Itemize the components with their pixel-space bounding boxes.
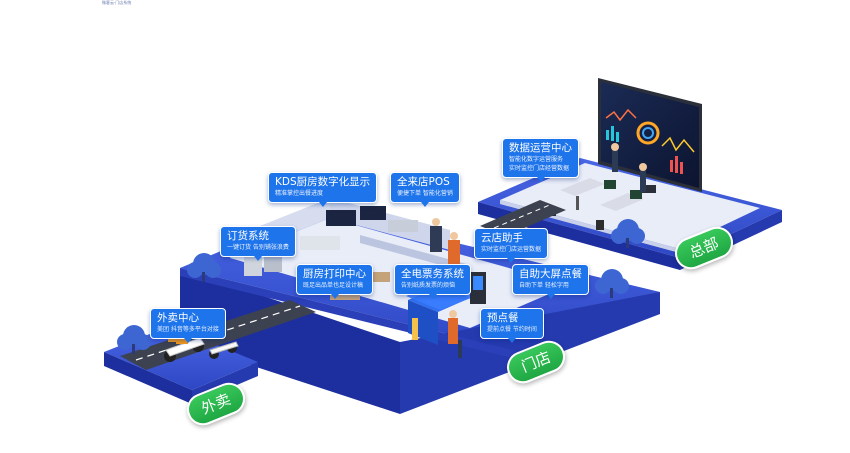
callout-data-center: 数据运营中心 智能化数字运营服务 实时监控门店经营数据	[502, 138, 579, 182]
callout-desc: 便捷下单 智能化营销	[397, 190, 453, 197]
callout-title: 厨房打印中心	[303, 268, 366, 280]
callout-title: 全电票务系统	[401, 268, 464, 280]
callout-title: 数据运营中心	[509, 142, 572, 154]
callout-desc: 美团 抖音等多平台对接	[157, 326, 219, 333]
callout-title: KDS厨房数字化显示	[275, 176, 371, 188]
callout-desc: 告别纸质发票的烦恼	[401, 282, 456, 289]
tree	[611, 219, 645, 248]
tree	[595, 269, 629, 298]
callout-desc: 提前点餐 节约时间	[487, 326, 537, 333]
callout-cloud-assistant: 云店助手 实时监控门店运营数据	[474, 228, 549, 263]
callout-ordering: 订货系统 一键订货 告别铺张浪费	[220, 226, 296, 261]
callout-desc: 实时监控门店经营数据	[509, 165, 570, 172]
tree	[117, 325, 151, 354]
callout-delivery-center: 外卖中心 美团 抖音等多平台对接	[150, 308, 226, 343]
callout-desc: 智能化数字运营服务	[509, 156, 564, 163]
callout-e-ticket: 全电票务系统 告别纸质发票的烦恼	[394, 264, 471, 299]
callout-title: 外卖中心	[157, 312, 199, 324]
corner-logo-text: 微客云·门店系统	[102, 0, 132, 5]
trees	[117, 219, 645, 354]
callout-pos: 全来店POS 便捷下单 智能化营销	[390, 172, 460, 207]
callout-kds: KDS厨房数字化显示 精准掌控出餐进度	[268, 172, 378, 207]
road-hq-store	[480, 200, 566, 236]
tree	[187, 253, 221, 282]
callout-title: 全来店POS	[397, 176, 450, 188]
callout-preorder: 预点餐 提前点餐 节约时间	[480, 308, 544, 343]
callout-desc: 自助下单 轻松字用	[519, 282, 569, 289]
callout-title: 订货系统	[227, 230, 269, 242]
callout-title: 云店助手	[481, 232, 523, 244]
callout-title: 预点餐	[487, 312, 519, 324]
callout-title: 自助大屏点餐	[519, 268, 582, 280]
callout-desc: 实时监控门店运营数据	[481, 246, 542, 253]
callout-desc: 既足出品单也足设计稿	[303, 282, 364, 289]
callout-desc: 一键订货 告别铺张浪费	[227, 244, 289, 251]
callout-kitchen-print: 厨房打印中心 既足出品单也足设计稿	[296, 264, 373, 299]
callout-desc: 精准掌控出餐进度	[275, 190, 324, 197]
callout-kiosk: 自助大屏点餐 自助下单 轻松字用	[512, 264, 589, 299]
dashboard-screen	[598, 78, 702, 193]
